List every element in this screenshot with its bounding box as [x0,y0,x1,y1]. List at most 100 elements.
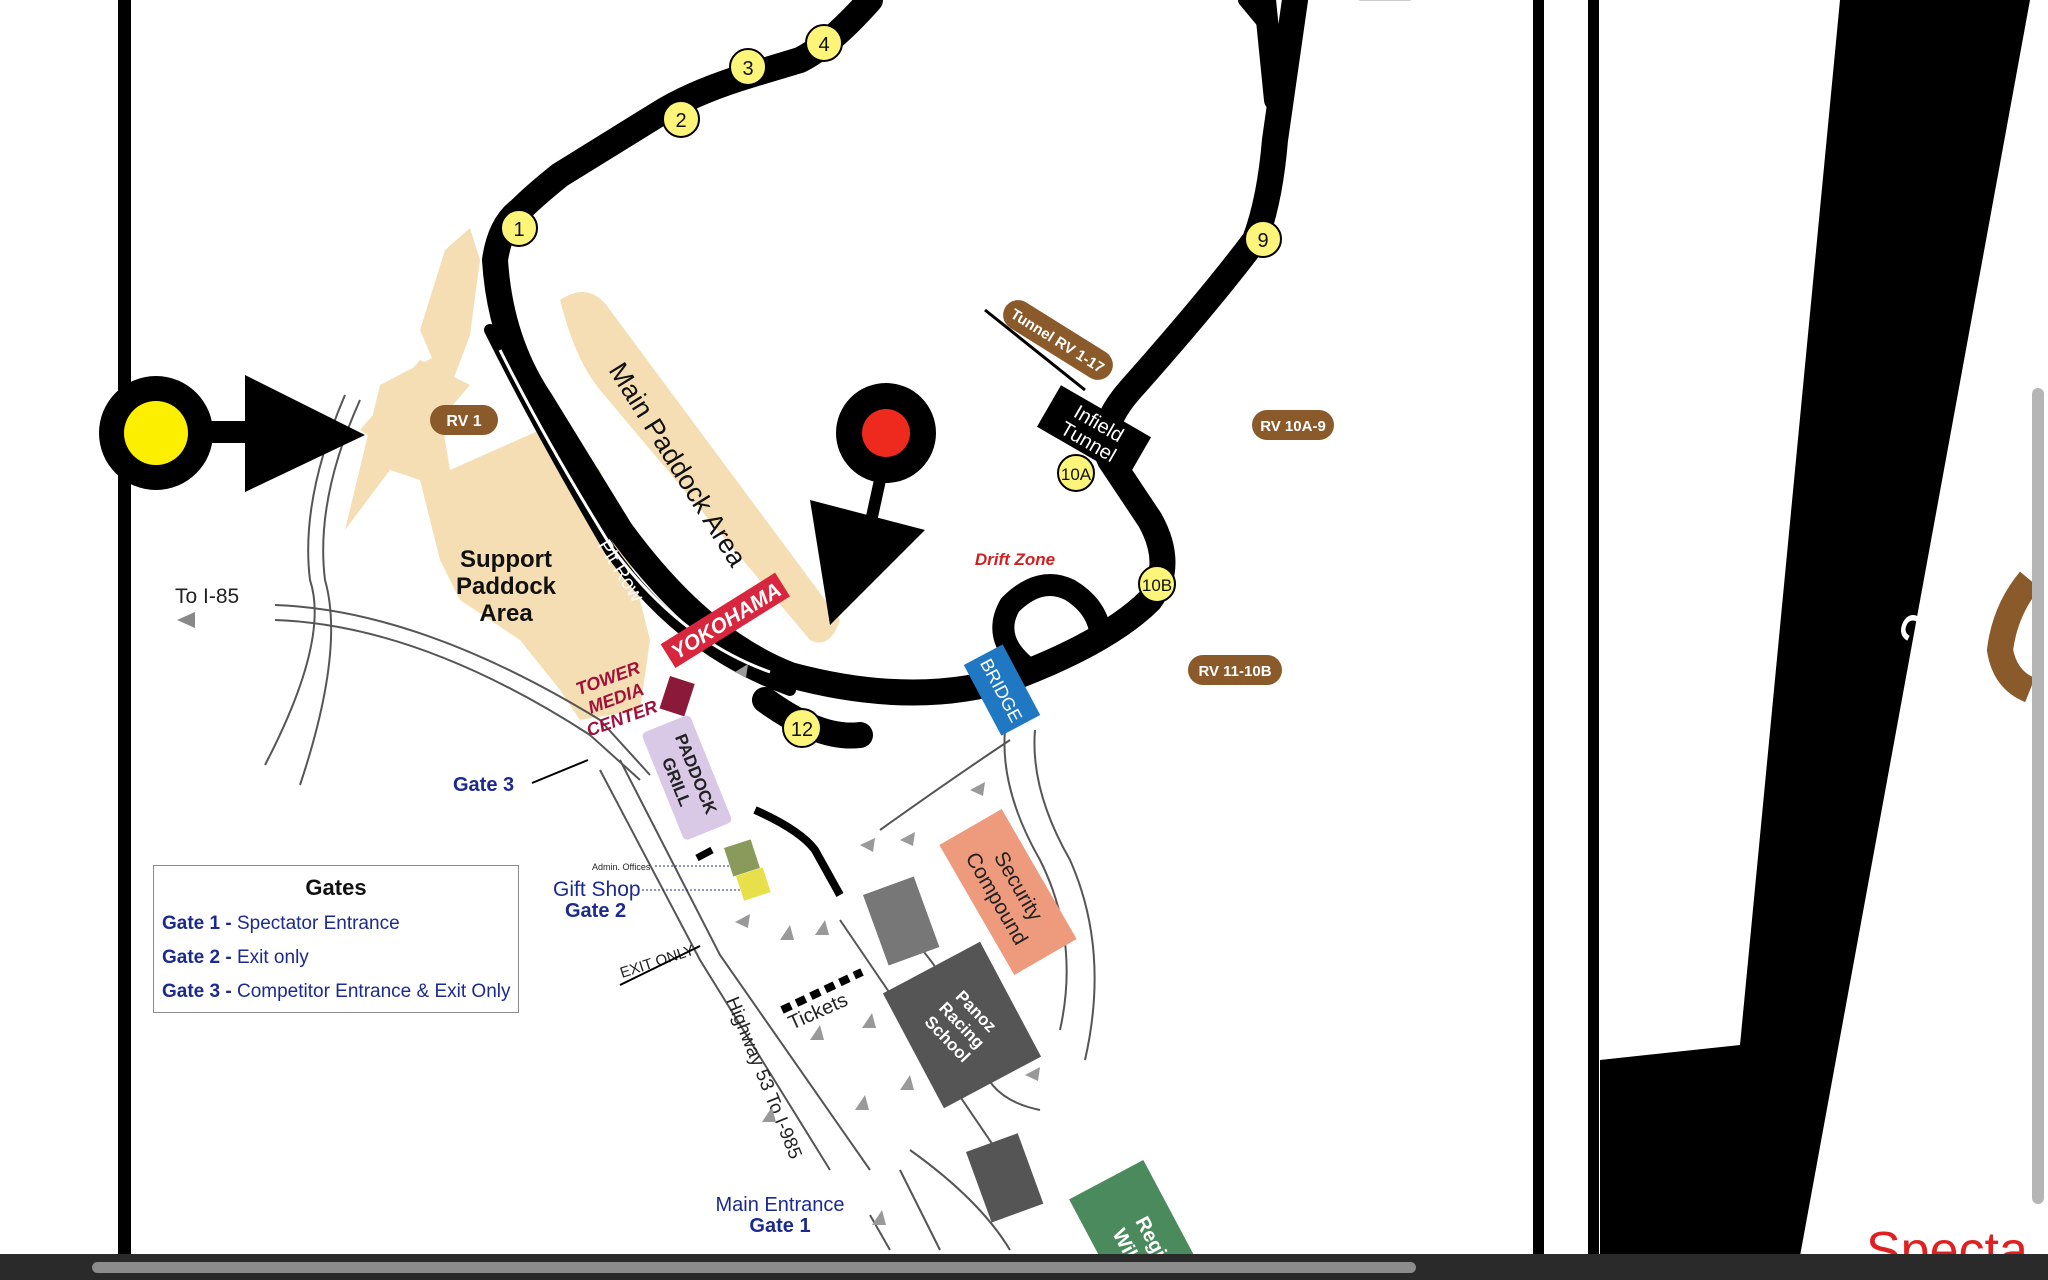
legend-gate-2-desc: Exit only [236,947,309,968]
tower-media-building [659,676,695,717]
tunnel-rv-badge-bg [1003,300,1113,380]
horizontal-scrollbar-thumb[interactable] [92,1262,1416,1273]
turn-marker-12: 12 [782,708,822,748]
legend-gate-2-name: Gate 2 - [162,947,232,968]
legend-gate-3-desc: Competitor Entrance & Exit Only [236,981,511,1002]
panoz-racing-school-bg [882,941,1042,1109]
support-paddock-line-3: Area [479,600,533,627]
direction-arrow-icon [970,782,985,796]
gray-building-1 [863,876,940,966]
tunnel-line [984,308,1086,392]
legend-row-gate-1: Gate 1 - Spectator Entrance [162,913,518,935]
road-to-i85 [274,604,651,776]
gate-3-line [531,759,589,784]
start-arrow-shaft [205,421,255,443]
rv-10a-9-label: RV 10A-9 [1260,418,1326,435]
gate-road-black [753,806,844,897]
turn-marker-3-circle [729,48,767,86]
tickets-booth-line [780,968,864,1014]
rv-10a-9-badge-bg [1252,410,1334,440]
turn-marker-10a: 10A [1057,454,1095,492]
road-east [1003,729,1068,1031]
location-marker [810,383,936,625]
turn-marker-2-label: 2 [675,110,686,132]
horizontal-scrollbar-track[interactable] [0,1254,2048,1280]
turn-marker-9-label: 9 [1257,230,1268,252]
road-south-2 [869,1214,891,1251]
rv-1-badge: RV 1 [430,405,498,435]
legend-title: Gates [305,875,367,900]
road-south-1 [899,1169,941,1251]
map-frame-right [1533,0,1544,1256]
direction-arrow-icon [1025,1067,1040,1081]
next-panel-track [1600,0,2030,1256]
pit-row-divider [498,349,771,674]
turn-marker-9: 9 [1244,220,1282,258]
paddock-grill-bg [642,715,732,840]
gift-shop-label: Gift Shop [553,878,641,901]
to-i85-arrow-icon [177,612,195,628]
main-circuit [482,0,1308,706]
road-west-edge [299,399,361,786]
legend-gate-1-name: Gate 1 - [162,913,232,934]
tunnel-rv-badge: Tunnel RV 1-17 [1003,300,1113,380]
gray-building-2 [966,1133,1044,1223]
direction-arrow-icon [862,1013,876,1028]
direction-arrow-icon [900,832,915,846]
direction-arrow-icon [815,920,829,935]
start-marker-dot [124,401,188,465]
road-east-edge [1033,729,1096,1061]
security-compound-bg [939,809,1077,975]
drift-zone-label: Drift Zone [975,550,1055,569]
rv-1-label: RV 1 [446,413,481,430]
location-marker-dot [862,409,910,457]
turn-marker-2: 2 [662,100,700,138]
direction-arrow-icon [900,1075,914,1090]
start-marker [99,375,365,492]
legend-row-gate-2: Gate 2 - Exit only [162,947,518,969]
gates-legend: Gates Gate 1 - Spectator Entrance Gate 2… [153,865,519,1013]
location-arrow-head-icon [810,500,925,625]
turn-marker-2-circle [662,100,700,138]
highway-53-right [619,759,871,1171]
turn-marker-10b-label: 10B [1142,576,1172,595]
exit-only-line [619,945,701,986]
back-straight-spur [1238,0,1277,37]
next-panel-rv-badge [1986,571,2041,703]
road-to-i85-edge [274,619,641,781]
turn-marker-10a-label: 10A [1061,465,1092,484]
direction-arrow-icon [855,1095,869,1110]
turn-marker-1-circle [500,209,538,247]
turn-marker-4-circle [805,24,843,62]
panoz-racing-school: Panoz Racing School [882,941,1042,1109]
road-to-bridge [879,739,1011,831]
drift-loop [992,574,1111,681]
rv-11-10b-badge: RV 11-10B [1188,655,1282,685]
direction-arrow-icon [780,925,794,940]
yokohama-banner-bg [660,572,790,668]
admin-offices-building [724,839,760,877]
support-paddock-area [345,228,650,720]
vertical-scrollbar[interactable] [2032,388,2044,1204]
infield-tunnel-bg [1036,385,1152,479]
rv-10a-9-badge: RV 10A-9 [1252,410,1334,440]
start-arrow-head-icon [245,375,365,492]
gift-shop-building [736,867,771,901]
turn-marker-12-label: 12 [791,719,813,741]
road-west [264,394,346,766]
turn-markers: 1 2 3 4 9 10A 10B 12 [500,24,1282,748]
rv-11-10b-label: RV 11-10B [1198,663,1271,680]
paddock-area-lobe [360,360,470,470]
turn-marker-4-label: 4 [818,34,829,56]
to-i85-label: To I-85 [175,585,239,608]
direction-arrow-icon [872,1210,886,1225]
direction-arrow-icon [762,1107,776,1122]
road-south-3 [909,1149,1011,1251]
gate-2-barrier [695,846,714,862]
turn-marker-3-label: 3 [742,58,753,80]
next-panel-track-lower [1602,1045,1800,1256]
direction-arrow-icon [735,664,748,678]
turn-marker-12-circle [782,708,822,748]
turn-marker-1-label: 1 [513,219,524,241]
